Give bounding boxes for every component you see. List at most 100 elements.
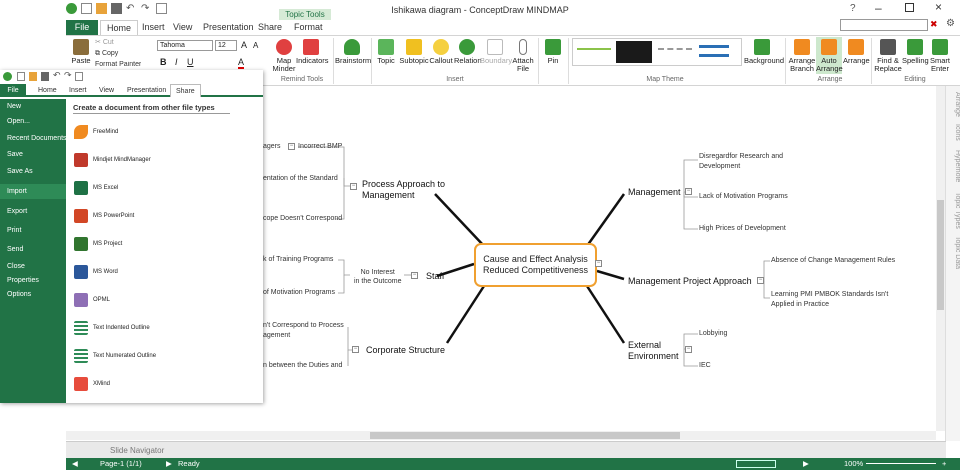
- italic-button[interactable]: I: [175, 57, 178, 67]
- view-buttons[interactable]: [736, 460, 776, 468]
- paste-button[interactable]: Paste: [70, 39, 92, 65]
- pin-button[interactable]: Pin: [542, 39, 564, 65]
- arrange-button[interactable]: Arrange: [843, 39, 870, 65]
- background-button[interactable]: Background: [744, 39, 784, 65]
- import-mindjet[interactable]: Mindjet MindManager: [74, 152, 151, 168]
- settings-icon[interactable]: ⚙: [946, 18, 955, 29]
- collapse-toggle[interactable]: −: [288, 143, 295, 150]
- tab-file[interactable]: File: [66, 20, 98, 35]
- collapse-toggle[interactable]: −: [757, 277, 764, 284]
- save-icon[interactable]: [111, 3, 122, 14]
- import-word[interactable]: MS Word: [74, 264, 118, 280]
- subtopic[interactable]: High Prices of Development: [699, 225, 786, 232]
- callout-button[interactable]: Callout: [429, 39, 453, 65]
- maximize-button[interactable]: [905, 3, 914, 12]
- menu-save[interactable]: Save: [7, 151, 23, 158]
- tab-share[interactable]: Share: [258, 22, 283, 32]
- menu-export[interactable]: Export: [7, 208, 28, 215]
- import-project[interactable]: MS Project: [74, 236, 122, 252]
- collapse-toggle[interactable]: −: [685, 346, 692, 353]
- collapse-toggle[interactable]: −: [411, 272, 418, 279]
- nav-left-icon[interactable]: ◀: [72, 459, 78, 468]
- close-window-button[interactable]: ×: [935, 0, 943, 14]
- smart-enter-button[interactable]: Smart Enter: [928, 39, 952, 73]
- subtopic[interactable]: entation of the Standard: [263, 175, 338, 182]
- new-icon[interactable]: [81, 3, 92, 14]
- undo-icon[interactable]: ↶: [126, 3, 135, 14]
- collapse-toggle[interactable]: −: [352, 346, 359, 353]
- tab-format[interactable]: Format: [294, 22, 323, 32]
- import-powerpoint[interactable]: MS PowerPoint: [74, 208, 134, 224]
- subtopic[interactable]: agers: [263, 143, 281, 150]
- tab-view[interactable]: View: [173, 22, 193, 32]
- open-icon[interactable]: [96, 3, 107, 14]
- attach-file-button[interactable]: Attach File: [511, 39, 535, 73]
- find-replace-button[interactable]: Find & Replace: [874, 39, 902, 73]
- zoom-slider[interactable]: [866, 463, 936, 464]
- side-tab-icons[interactable]: Icons: [954, 124, 960, 141]
- theme-thumbnail[interactable]: [577, 48, 611, 54]
- print-icon[interactable]: [156, 3, 167, 14]
- menu-print[interactable]: Print: [7, 227, 22, 234]
- grow-font-icon[interactable]: A: [241, 40, 248, 50]
- print-icon[interactable]: [75, 72, 83, 81]
- subtopic-button[interactable]: Subtopic: [399, 39, 429, 65]
- topic-corporate-structure[interactable]: Corporate Structure: [366, 345, 446, 355]
- subtopic[interactable]: cope Doesn't Correspond: [263, 215, 343, 222]
- side-tab-hypernote[interactable]: Hypernote: [954, 150, 960, 183]
- side-tab-topic-data[interactable]: Topic Data: [954, 236, 960, 270]
- nav-right-icon[interactable]: ▶: [166, 459, 172, 468]
- minimize-button[interactable]: –: [875, 1, 882, 15]
- bold-button[interactable]: B: [160, 57, 167, 67]
- menu-options[interactable]: Options: [7, 291, 32, 298]
- subtopic[interactable]: k of Training Programs: [263, 256, 334, 263]
- search-icon[interactable]: ✖: [930, 19, 938, 29]
- brainstorm-button[interactable]: Brainstorm: [335, 39, 371, 65]
- subtopic[interactable]: IEC: [699, 362, 711, 369]
- import-opml[interactable]: OPML: [74, 292, 110, 308]
- arrange-branch-button[interactable]: Arrange Branch: [788, 39, 816, 73]
- tab-presentation[interactable]: Presentation: [203, 22, 254, 32]
- menu-properties[interactable]: Properties: [7, 277, 39, 284]
- indicators-button[interactable]: Indicators: [296, 39, 329, 65]
- vertical-scroll-thumb[interactable]: [937, 200, 944, 310]
- backstage-tab-file[interactable]: File: [0, 84, 26, 97]
- boundary-button[interactable]: Boundary: [480, 39, 512, 65]
- menu-open[interactable]: Open...: [7, 118, 30, 125]
- map-theme-gallery[interactable]: [572, 38, 742, 66]
- side-tab-arrange[interactable]: Arrange: [954, 92, 960, 117]
- subtopic[interactable]: of Motivation Programs: [263, 289, 335, 296]
- redo-icon[interactable]: ↷: [141, 3, 150, 14]
- menu-import[interactable]: Import: [7, 188, 27, 195]
- topic-button[interactable]: Topic: [375, 39, 397, 65]
- theme-thumbnail[interactable]: [699, 45, 729, 57]
- menu-send[interactable]: Send: [7, 246, 24, 253]
- topic-staff[interactable]: Staff: [426, 271, 445, 281]
- undo-icon[interactable]: ↶: [53, 70, 61, 80]
- collapse-toggle[interactable]: −: [685, 188, 692, 195]
- new-icon[interactable]: [17, 72, 25, 81]
- import-text-indented[interactable]: Text Indented Outline: [74, 320, 150, 336]
- backstage-tab-insert[interactable]: Insert: [69, 87, 87, 94]
- cut-button[interactable]: ✂ Cut: [95, 39, 114, 46]
- font-size-select[interactable]: 12: [215, 40, 237, 51]
- save-icon[interactable]: [41, 72, 49, 81]
- subtopic[interactable]: Lobbying: [699, 330, 728, 337]
- collapse-toggle[interactable]: −: [350, 183, 357, 190]
- menu-new[interactable]: New: [7, 103, 22, 110]
- open-icon[interactable]: [29, 72, 37, 81]
- search-input[interactable]: [840, 19, 928, 31]
- horizontal-scroll-thumb[interactable]: [370, 432, 680, 439]
- auto-arrange-button[interactable]: Auto Arrange: [816, 37, 843, 74]
- collapse-toggle[interactable]: −: [595, 260, 602, 267]
- format-painter-button[interactable]: Format Painter: [95, 61, 141, 69]
- tab-insert[interactable]: Insert: [142, 22, 165, 32]
- theme-thumbnail[interactable]: [616, 41, 652, 63]
- map-minder-button[interactable]: Map Minder: [270, 39, 298, 73]
- theme-thumbnail[interactable]: [658, 48, 692, 54]
